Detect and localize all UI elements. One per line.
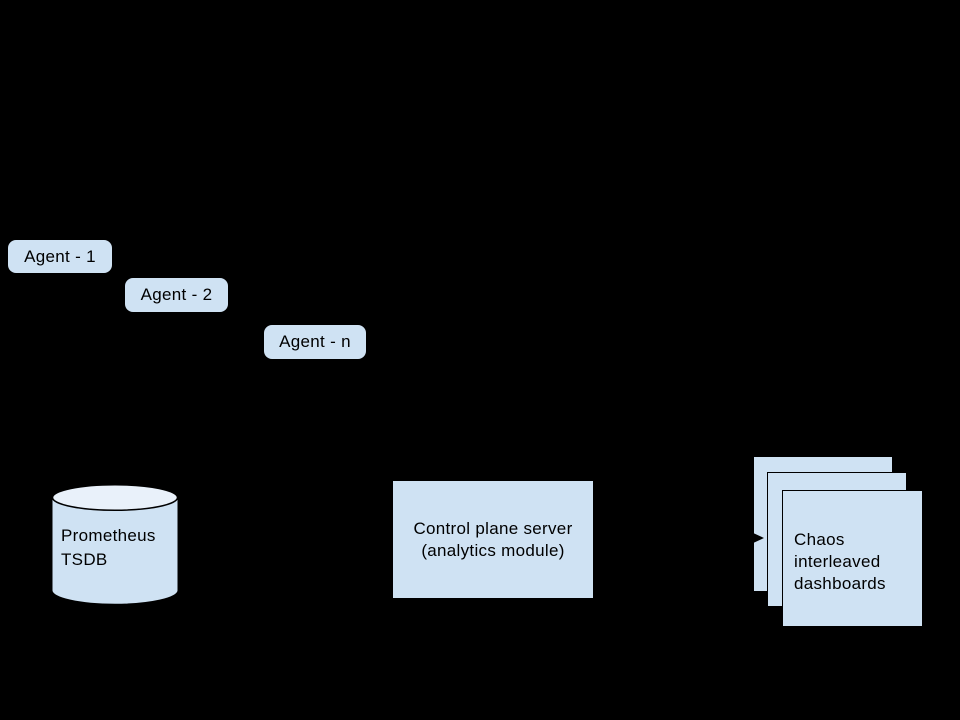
agent-n-box: Agent - n — [264, 325, 366, 359]
database-label-line1: Prometheus — [61, 526, 156, 545]
dashboard-page-front: Chaos interleaved dashboards — [782, 490, 923, 627]
dashboards-label-line3: dashboards — [794, 574, 886, 593]
agent-n-label: Agent - n — [279, 332, 351, 351]
agent-1-box: Agent - 1 — [8, 240, 112, 273]
dashboards-label-line2: interleaved — [794, 552, 881, 571]
connector-line — [593, 536, 751, 538]
control-plane-label-line1: Control plane server — [413, 518, 573, 538]
database-label: Prometheus TSDB — [61, 524, 156, 572]
control-plane-label-line2: (analytics module) — [421, 540, 565, 560]
database-label-line2: TSDB — [61, 550, 108, 569]
agent-2-label: Agent - 2 — [140, 285, 213, 304]
dashboards-label: Chaos interleaved dashboards — [783, 491, 922, 595]
dashboards-label-line1: Chaos — [794, 530, 845, 549]
agent-2-box: Agent - 2 — [125, 278, 228, 312]
database-cylinder — [51, 484, 179, 606]
control-plane-box: Control plane server (analytics module) — [393, 481, 593, 598]
cylinder-shape-icon — [51, 484, 179, 606]
arrow-head-icon — [751, 532, 764, 544]
agent-1-label: Agent - 1 — [24, 246, 96, 266]
